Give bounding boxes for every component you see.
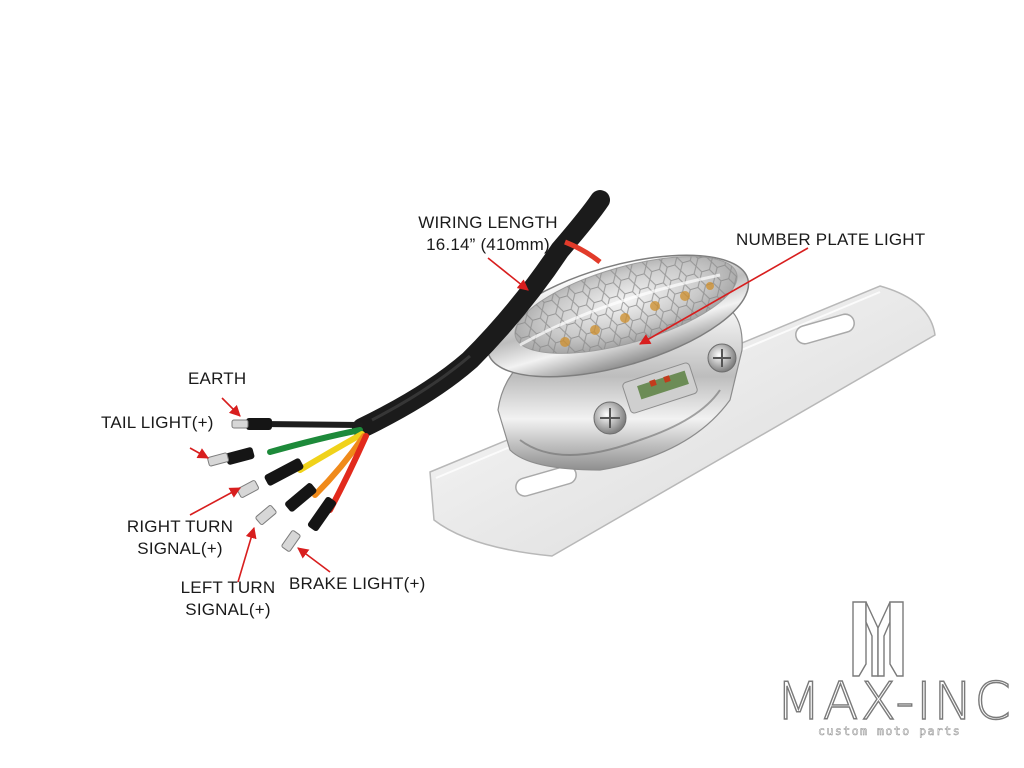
cable-sheath (352, 190, 610, 438)
arrow-wiring-length (487, 257, 529, 291)
led-board (637, 370, 689, 400)
led-lens (486, 254, 750, 378)
logo-tagline: custom moto parts (818, 724, 962, 739)
left-turn-line2: SIGNAL(+) (185, 600, 271, 619)
annotation-arrows (189, 247, 809, 583)
wiring-length-label: WIRING LENGTH 16.14” (410mm) (418, 212, 558, 256)
arrow-brake-light (297, 547, 331, 573)
wiring-length-line2: 16.14” (410mm) (426, 235, 550, 254)
earth-label: EARTH (188, 369, 247, 388)
arrow-number-plate-light (639, 247, 809, 345)
logo-wordmark: MAX-INC (775, 671, 1013, 732)
terminal-pins (207, 419, 301, 552)
wire-terminals (225, 418, 337, 532)
right-turn-signal-label: RIGHT TURN SIGNAL(+) (126, 516, 234, 560)
tail-light-label: TAIL LIGHT(+) (101, 413, 214, 432)
arrow-earth (221, 397, 241, 417)
arrow-tail-light (189, 447, 209, 459)
wiring-length-line1: WIRING LENGTH (418, 213, 558, 232)
left-turn-signal-label: LEFT TURN SIGNAL(+) (180, 577, 276, 621)
arrow-left-turn (237, 526, 257, 583)
wire-bundle (259, 421, 369, 513)
right-turn-line2: SIGNAL(+) (137, 539, 223, 558)
left-turn-line1: LEFT TURN (180, 578, 276, 597)
number-plate-light-label: NUMBER PLATE LIGHT (736, 230, 926, 249)
max-inc-logo-mark (852, 601, 904, 677)
brake-light-label: BRAKE LIGHT(+) (289, 574, 426, 593)
arrow-right-turn (189, 487, 241, 516)
right-turn-line1: RIGHT TURN (126, 517, 234, 536)
